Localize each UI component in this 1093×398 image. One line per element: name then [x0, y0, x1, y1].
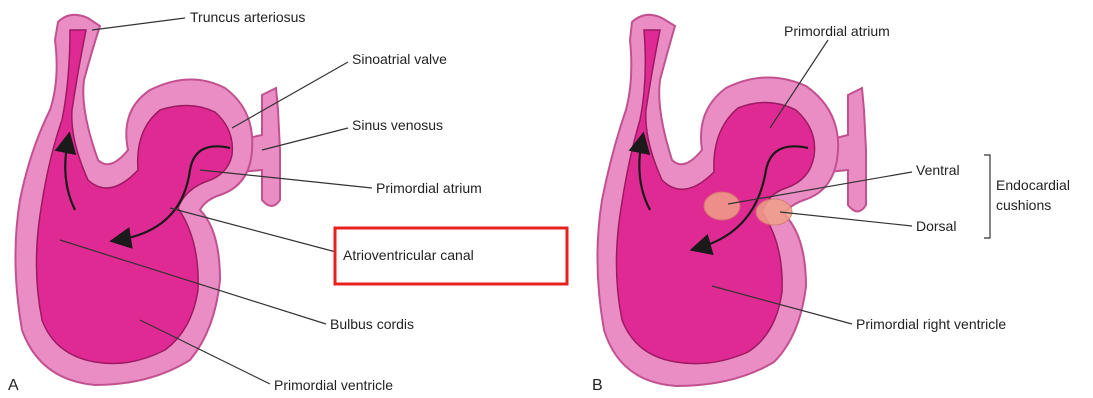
panel-letter-b: B — [592, 377, 603, 394]
label-sinoatrial-valve: Sinoatrial valve — [352, 51, 447, 67]
label-primordial-right-ventricle: Primordial right ventricle — [856, 316, 1006, 332]
dorsal-cushion — [756, 199, 792, 225]
panel-letter-a: A — [8, 377, 19, 394]
cushions-bracket — [984, 155, 990, 238]
label-ventral: Ventral — [916, 162, 960, 178]
leader-dorsal — [780, 212, 912, 226]
panel-a: Truncus arteriosus Sinoatrial valve Sinu… — [8, 9, 567, 394]
leader-truncus — [92, 18, 185, 30]
ventral-cushion — [704, 192, 740, 220]
label-cushions: cushions — [996, 197, 1051, 213]
leader-sinoatrial — [232, 62, 348, 128]
label-atrioventricular-canal: Atrioventricular canal — [343, 247, 474, 263]
label-endocardial: Endocardial — [996, 177, 1070, 193]
label-bulbus-cordis: Bulbus cordis — [330, 316, 414, 332]
panel-b: Primordial atrium Ventral Dorsal Endocar… — [592, 15, 1070, 394]
label-dorsal: Dorsal — [916, 218, 956, 234]
label-primordial-atrium-b: Primordial atrium — [784, 23, 890, 39]
label-sinus-venosus: Sinus venosus — [352, 117, 443, 133]
label-truncus-arteriosus: Truncus arteriosus — [190, 9, 305, 25]
label-primordial-ventricle: Primordial ventricle — [274, 377, 393, 393]
label-primordial-atrium-a: Primordial atrium — [376, 180, 482, 196]
